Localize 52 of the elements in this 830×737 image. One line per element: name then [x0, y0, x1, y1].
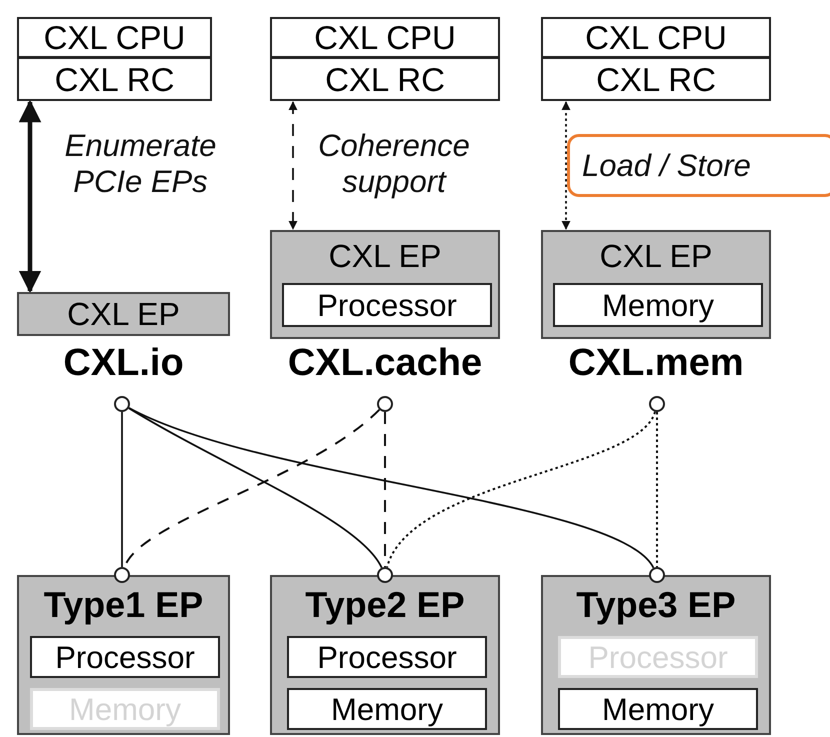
component-box	[541, 17, 771, 58]
box-label: Processor	[317, 290, 457, 320]
component-box	[30, 688, 220, 730]
box-label: CXL RC	[54, 62, 174, 96]
endpoint-box	[270, 230, 500, 339]
protocol-label: CXL.cache	[286, 341, 484, 386]
box-label: Processor	[55, 642, 195, 672]
protocol-label: CXL.mem	[567, 341, 745, 386]
component-box	[558, 636, 758, 678]
edge-label: Load / Store	[567, 134, 830, 197]
component-box	[541, 57, 771, 101]
arrow	[18, 100, 42, 294]
component-box	[270, 57, 500, 101]
component-box	[17, 57, 212, 101]
component-box	[287, 636, 487, 678]
box-label: Memory	[602, 290, 714, 320]
component-box	[558, 688, 758, 730]
box-heading: CXL EP	[600, 240, 712, 272]
endpoint-type-box	[17, 575, 230, 735]
arrow	[562, 101, 570, 230]
box-label: CXL CPU	[44, 21, 186, 54]
edge-label: Enumerate PCIe EPs	[64, 127, 218, 201]
endpoint-type-box	[270, 575, 500, 735]
connector-line	[128, 407, 654, 568]
box-heading: Type2 EP	[305, 587, 465, 623]
box-label: Memory	[602, 694, 714, 724]
connector-line	[121, 412, 123, 567]
component-box	[553, 283, 763, 327]
box-heading: Type1 EP	[44, 587, 204, 623]
edge-label: Coherence support	[317, 127, 471, 201]
component-box	[287, 688, 487, 730]
box-label: CXL EP	[67, 298, 180, 330]
connector-line	[384, 412, 386, 567]
box-label: CXL RC	[325, 62, 445, 96]
arrow	[288, 101, 298, 230]
box-label: CXL RC	[596, 62, 716, 96]
box-label: CXL CPU	[585, 21, 727, 54]
box-label: Processor	[317, 642, 457, 672]
box-label: CXL CPU	[314, 21, 456, 54]
component-box	[30, 636, 220, 678]
component-box	[17, 17, 212, 58]
box-label: Memory	[331, 694, 443, 724]
component-box	[270, 17, 500, 58]
connector-line	[656, 412, 658, 567]
component-box	[282, 283, 492, 327]
box-heading: CXL EP	[328, 240, 442, 272]
endpoint-box	[541, 230, 771, 339]
protocol-label: CXL.io	[62, 341, 185, 386]
endpoint-box	[17, 292, 230, 336]
box-heading: Type3 EP	[576, 587, 736, 623]
endpoint-type-box	[541, 575, 771, 735]
connector-line	[386, 411, 656, 568]
